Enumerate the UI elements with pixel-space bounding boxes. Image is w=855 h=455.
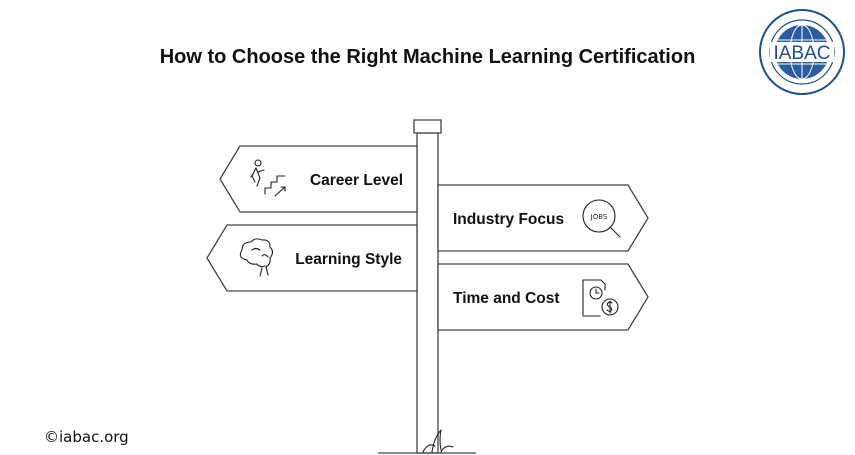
sign-label: Time and Cost [453, 290, 560, 307]
brain-icon [239, 238, 274, 277]
pole-cap [413, 119, 442, 134]
svg-text:JOBS: JOBS [590, 213, 608, 221]
jobs-magnifier-icon: JOBS [582, 199, 621, 238]
iabac-logo: IABAC [759, 9, 845, 95]
sign-label: Industry Focus [453, 211, 564, 228]
page-title: How to Choose the Right Machine Learning… [159, 46, 696, 68]
sign-label: Career Level [310, 172, 403, 189]
copyright-text: ©iabac.org [44, 428, 129, 446]
logo-text: IABAC [773, 43, 830, 64]
sign-career-level: Career Level [219, 145, 418, 213]
sign-time-and-cost: Time and Cost [437, 263, 649, 331]
sign-learning-style: Learning Style [206, 224, 418, 292]
signpost-pole [416, 132, 439, 454]
clock-dollar-document-icon [582, 279, 619, 317]
person-climbing-stairs-icon [250, 159, 286, 197]
grass-icon [422, 429, 454, 453]
sign-industry-focus: JOBS Industry Focus [437, 184, 649, 252]
sign-label: Learning Style [295, 251, 402, 268]
